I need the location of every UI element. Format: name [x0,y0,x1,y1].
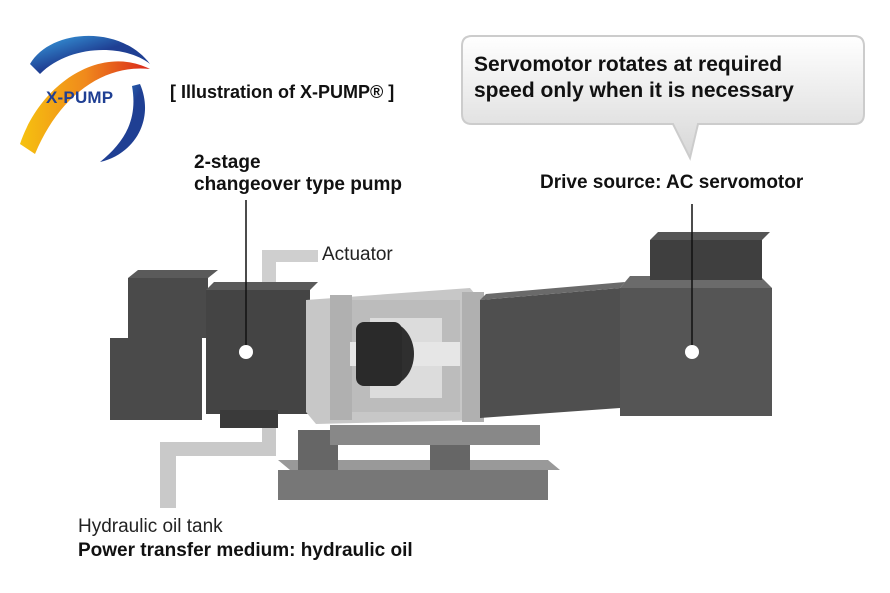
callout-line-2: speed only when it is necessary [474,79,794,102]
tank-label: Hydraulic oil tank [78,516,223,537]
actuator-label: Actuator [322,244,393,265]
drive-source-label: Drive source: AC servomotor [540,172,804,193]
x-pump-logo-icon [20,35,150,162]
pump-body [110,270,318,428]
tank-pipe [160,420,276,508]
coupling-frame [306,288,484,424]
motor-point [685,345,699,359]
pump-point [239,345,253,359]
medium-label: Power transfer medium: hydraulic oil [78,540,413,561]
pump-label-line-2: changeover type pump [194,174,402,195]
actuator-pipe [262,250,318,292]
illustration-title: [ Illustration of X-PUMP® ] [170,82,395,102]
speech-bubble [461,35,865,161]
pump-label: 2-stage changeover type pump [194,152,402,196]
callout-line-1: Servomotor rotates at required [474,53,783,76]
callout-text: Servomotor rotates at required speed onl… [474,52,854,104]
pump-label-line-1: 2-stage [194,152,261,173]
servomotor-body [480,232,772,418]
logo-text: X-PUMP [46,88,114,107]
base-frame [278,425,560,500]
